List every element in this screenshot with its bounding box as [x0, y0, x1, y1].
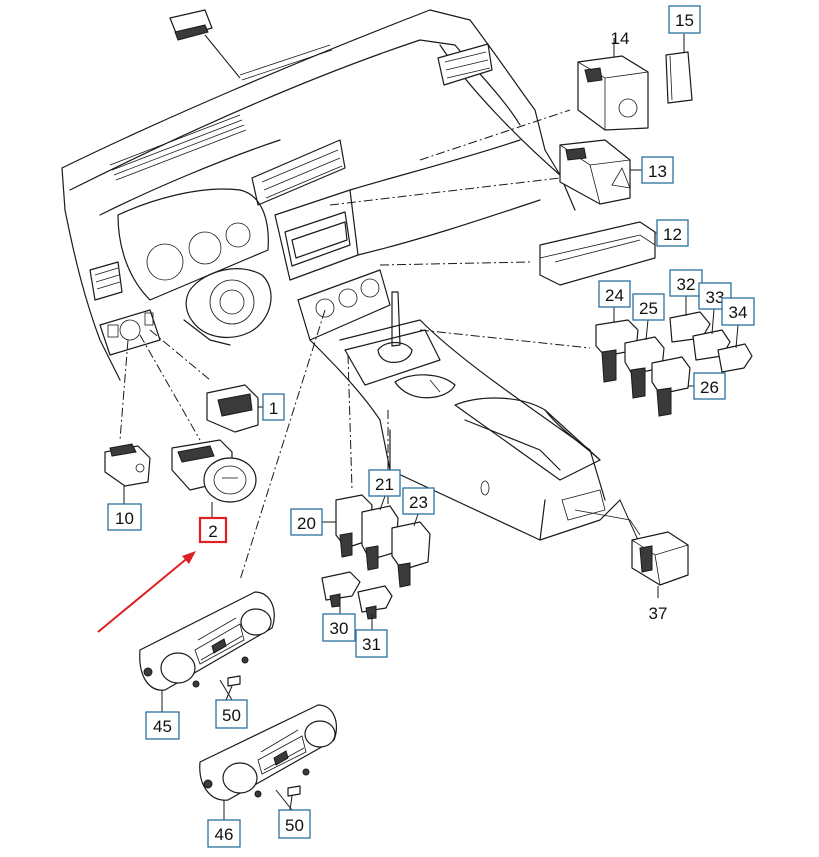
label-45-box: [145, 711, 180, 740]
part-37-switch: [631, 531, 689, 586]
label-21[interactable]: 21: [375, 475, 394, 494]
label-31[interactable]: 31: [362, 635, 381, 654]
label-10[interactable]: 10: [115, 509, 134, 528]
label-31-box: [355, 629, 388, 658]
label-34-box: [721, 297, 755, 326]
label-50b[interactable]: 50: [285, 816, 304, 835]
label-24-box: [598, 280, 631, 308]
label-23-box: [402, 487, 435, 515]
part-12-switch-panel: [539, 221, 656, 286]
label-46[interactable]: 46: [215, 825, 234, 844]
label-10-box: [107, 503, 142, 531]
label-15[interactable]: 15: [675, 11, 694, 30]
label-25[interactable]: 25: [639, 299, 658, 318]
label-12-box: [656, 219, 689, 247]
label-20[interactable]: 20: [297, 514, 316, 533]
label-25-box: [632, 293, 665, 321]
label-23[interactable]: 23: [409, 493, 428, 512]
label-45[interactable]: 45: [153, 717, 172, 736]
label-30-box: [322, 613, 356, 642]
part-50-screw-b: [275, 785, 301, 811]
label-1-box: [262, 393, 285, 421]
label-34[interactable]: 34: [729, 303, 748, 322]
label-24[interactable]: 24: [605, 286, 624, 305]
label-50b-box: [278, 809, 311, 839]
label-13-box: [641, 156, 674, 184]
leader-lines: [119, 38, 639, 581]
label-2[interactable]: 2: [208, 522, 217, 541]
label-37[interactable]: 37: [649, 604, 668, 623]
label-14[interactable]: 14: [611, 29, 630, 48]
label-32-box: [669, 269, 703, 297]
label-20-box: [290, 508, 323, 536]
part-46-climate-control: [199, 704, 338, 820]
part-2-light-switch: [171, 439, 257, 503]
label-21-box: [368, 469, 401, 497]
part-24-25-26-switches: [595, 319, 691, 417]
label-33-box: [698, 282, 732, 310]
label-1[interactable]: 1: [269, 399, 278, 418]
label-32[interactable]: 32: [677, 275, 696, 294]
label-15-box: [668, 5, 701, 34]
part-15-cover: [665, 51, 693, 104]
label-13[interactable]: 13: [648, 162, 667, 181]
label-50a-box: [215, 699, 248, 729]
label-26[interactable]: 26: [700, 378, 719, 397]
part-50-screw-a: [219, 675, 241, 701]
label-30[interactable]: 30: [330, 619, 349, 638]
part-20-21-23-switches: [335, 494, 431, 588]
label-33[interactable]: 33: [706, 288, 725, 307]
label-46-box: [207, 819, 241, 848]
part-30-31-covers: [321, 571, 393, 620]
label-12[interactable]: 12: [663, 225, 682, 244]
label-2-box: [198, 516, 228, 544]
callout-labels: 1 2 10 12 13 14 15 20 21 23 24 25: [107, 5, 755, 848]
label-26-box: [693, 372, 726, 400]
part-45-climate-control: [139, 591, 275, 712]
part-14-switch: [577, 55, 649, 131]
part-10-switch: [104, 443, 151, 487]
part-13-hazard-switch: [559, 139, 631, 205]
dashboard-outline: [61, 9, 641, 541]
part-32-33-34-covers: [669, 311, 753, 373]
label-50a[interactable]: 50: [222, 706, 241, 725]
highlight-arrow: [97, 551, 196, 633]
part-1-switch: [206, 384, 259, 433]
